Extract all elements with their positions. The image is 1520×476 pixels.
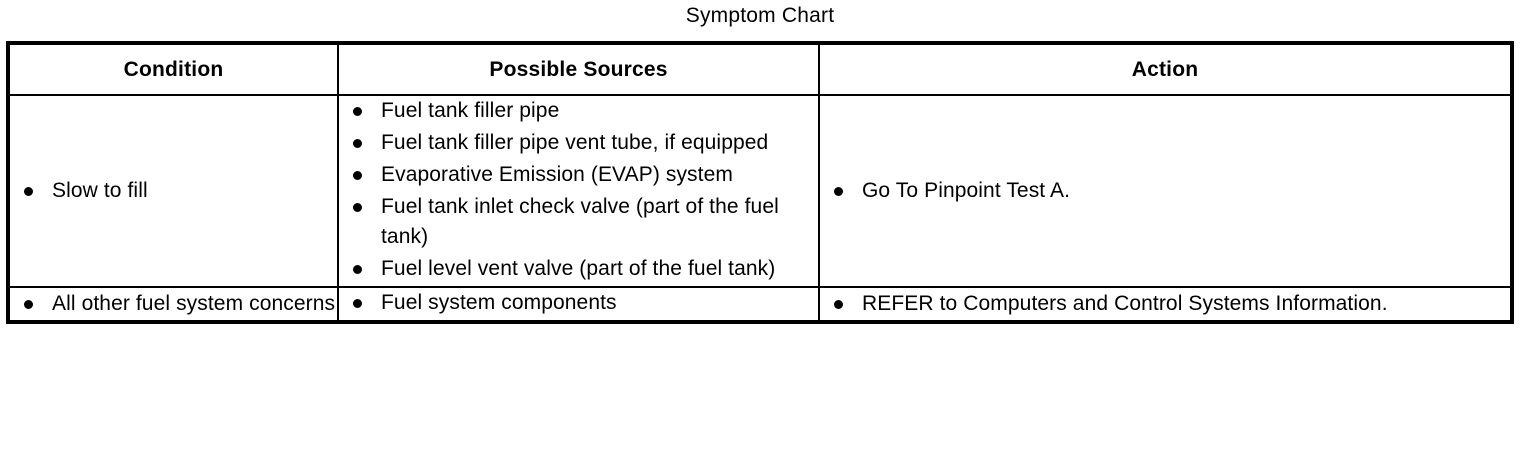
condition-list: Slow to fill (10, 176, 337, 206)
list-item: Go To Pinpoint Test A. (820, 176, 1510, 206)
possible-sources-list: Fuel system components (339, 288, 818, 318)
bullet-dot-icon (353, 203, 362, 212)
column-header-action: Action (818, 42, 1513, 96)
list-item-label: Fuel tank inlet check valve (part of the… (381, 195, 779, 248)
column-header-condition: Condition (7, 42, 339, 96)
list-item-label: Evaporative Emission (EVAP) system (381, 163, 733, 186)
table-row: Slow to fill Fuel tank filler pipe Fuel … (7, 94, 1513, 288)
list-item: Fuel tank filler pipe (339, 96, 818, 126)
table-header-row: Condition Possible Sources Action (7, 42, 1513, 96)
list-item-label: Fuel system components (381, 291, 617, 314)
cell-condition: Slow to fill (7, 94, 339, 288)
bullet-dot-icon (353, 299, 362, 308)
list-item: Fuel tank filler pipe vent tube, if equi… (339, 128, 818, 158)
list-item-label: Fuel tank filler pipe vent tube, if equi… (381, 131, 769, 154)
table-body: Slow to fill Fuel tank filler pipe Fuel … (7, 94, 1513, 323)
bullet-dot-icon (353, 171, 362, 180)
list-item: All other fuel system concerns (10, 289, 337, 319)
cell-condition: All other fuel system concerns (7, 286, 339, 323)
table-header: Condition Possible Sources Action (7, 42, 1513, 96)
cell-possible-sources: Fuel system components (337, 286, 820, 323)
bullet-dot-icon (353, 265, 362, 274)
bullet-dot-icon (24, 300, 33, 309)
list-item: REFER to Computers and Control Systems I… (820, 289, 1510, 319)
table-row: All other fuel system concerns Fuel syst… (7, 286, 1513, 323)
bullet-dot-icon (24, 187, 33, 196)
list-item: Fuel level vent valve (part of the fuel … (339, 254, 818, 284)
list-item-label: All other fuel system concerns (52, 292, 336, 315)
bullet-dot-icon (834, 187, 843, 196)
bullet-dot-icon (834, 300, 843, 309)
list-item-label: REFER to Computers and Control Systems I… (862, 292, 1388, 315)
list-item: Fuel system components (339, 288, 818, 318)
list-item-label: Go To Pinpoint Test A. (862, 179, 1071, 202)
symptom-chart-table: Condition Possible Sources Action Slow t… (6, 41, 1514, 324)
list-item-label: Slow to fill (52, 179, 148, 202)
action-list: Go To Pinpoint Test A. (820, 176, 1510, 206)
cell-action: REFER to Computers and Control Systems I… (818, 286, 1513, 323)
list-item-label: Fuel tank filler pipe (381, 99, 560, 122)
bullet-dot-icon (353, 139, 362, 148)
column-header-possible-sources: Possible Sources (337, 42, 820, 96)
cell-possible-sources: Fuel tank filler pipe Fuel tank filler p… (337, 94, 820, 288)
condition-list: All other fuel system concerns (10, 289, 337, 319)
list-item-label: Fuel level vent valve (part of the fuel … (381, 257, 776, 280)
list-item: Evaporative Emission (EVAP) system (339, 160, 818, 190)
list-item: Fuel tank inlet check valve (part of the… (339, 192, 818, 252)
page-title: Symptom Chart (685, 4, 835, 27)
list-item: Slow to fill (10, 176, 337, 206)
possible-sources-list: Fuel tank filler pipe Fuel tank filler p… (339, 96, 818, 284)
bullet-dot-icon (353, 107, 362, 116)
action-list: REFER to Computers and Control Systems I… (820, 289, 1510, 319)
cell-action: Go To Pinpoint Test A. (818, 94, 1513, 288)
